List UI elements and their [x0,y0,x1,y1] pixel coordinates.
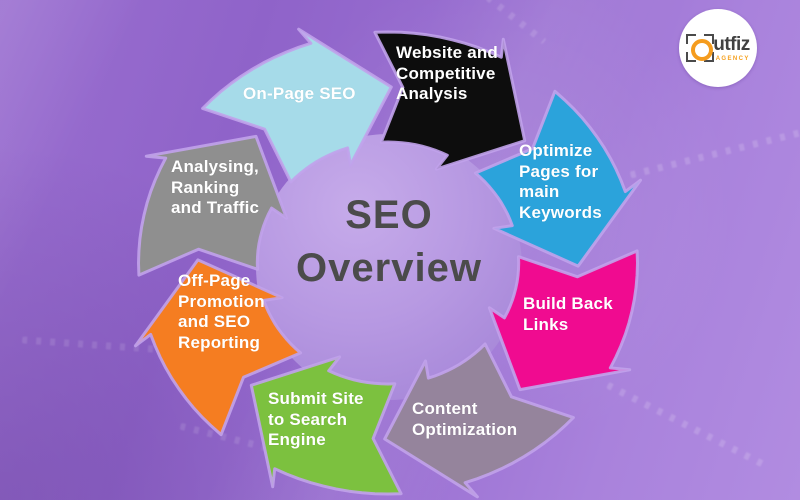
arrow-content-optimization [383,342,575,499]
diagram-title-line2: Overview [296,245,482,290]
arrow-optimize-pages-for-main-keywords [473,89,642,268]
arrow-off-page-promotion-and-seo-reporting [134,258,303,437]
logo-name: utfiz [713,33,750,55]
orange-ring-icon [691,39,714,61]
bracket-corner-icon [686,52,697,62]
step-label-build-back-links: Build Back Links [523,294,613,334]
diagram-title-line1: SEO [345,193,433,237]
step-label-content-optimization: Content Optimization [412,399,518,439]
logo-text: utfiz AGENCY [713,35,750,62]
arrow-build-back-links [487,249,639,392]
step-label-on-page-seo: On-Page SEO [243,84,356,103]
bracket-corner-icon [686,34,697,44]
arrow-website-and-competitive-analysis [373,30,527,171]
step-label-website-and-competitive-analysis: Website and Competitive Analysis [396,43,499,104]
outfiz-logo-badge: utfiz AGENCY [679,9,757,87]
arrow-on-page-seo [201,27,393,184]
bracket-corner-icon [704,34,715,44]
step-label-optimize-pages-for-main-keywords: Optimize Pages for main Keywords [519,141,602,223]
focus-frame-icon [686,33,716,63]
arrow-submit-site-to-search-engine [249,355,403,496]
logo-subtitle: AGENCY [715,55,750,62]
step-label-off-page-promotion-and-seo-reporting: Off-Page Promotion and SEO Reporting [178,271,265,353]
diagram-title: SEO Overview [256,189,522,295]
bracket-corner-icon [704,52,715,62]
step-label-submit-site-to-search-engine: Submit Site to Search Engine [268,389,364,450]
step-label-analysing-ranking-and-traffic: Analysing, Ranking and Traffic [171,157,260,218]
arrow-analysing-ranking-and-traffic [137,134,289,277]
